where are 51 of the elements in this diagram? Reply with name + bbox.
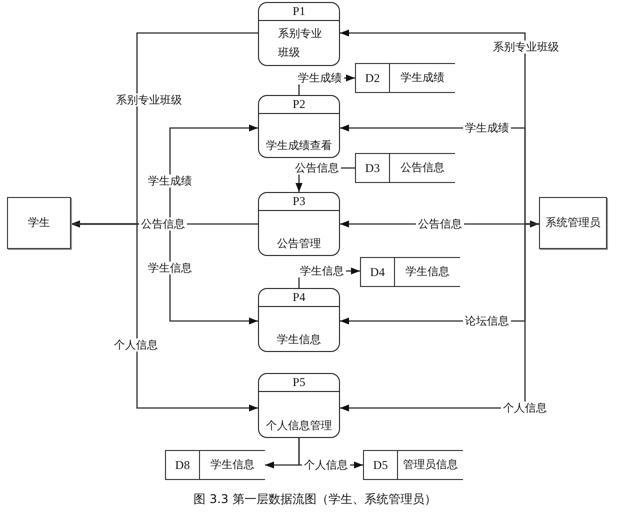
edge-label: 系别专业班级 (491, 40, 561, 54)
process-id: P4 (259, 289, 339, 307)
data-store (360, 257, 460, 287)
arrow (71, 223, 258, 412)
edge-label: 公告信息 (139, 218, 187, 230)
process-id: P2 (259, 96, 339, 114)
store-label: 公告信息 (400, 161, 444, 175)
store-label: 学生成绩 (400, 71, 444, 85)
entity-box (539, 197, 607, 249)
edge-label: 学生成绩 (296, 72, 344, 84)
store-label: 学生信息 (406, 265, 450, 279)
entity-box (7, 197, 71, 249)
edge-label: 公告信息 (293, 162, 341, 174)
process-box (258, 2, 340, 66)
edge-label: 个人信息 (501, 402, 549, 414)
entity-label: 系统管理员 (546, 216, 600, 230)
edge-label: 公告信息 (416, 218, 464, 230)
store-id: D3 (356, 154, 390, 182)
process-id: P3 (259, 193, 339, 211)
process-label: 学生成绩查看 (266, 138, 332, 153)
store-id: D2 (356, 64, 390, 92)
entity-label: 学生 (28, 216, 50, 230)
data-store (363, 450, 463, 480)
edge-label: 学生信息 (298, 264, 346, 278)
process-label: 公告管理 (277, 236, 321, 251)
process-box (258, 95, 340, 158)
edge-label: 个人信息 (302, 458, 350, 472)
process-id: P5 (259, 374, 339, 392)
store-label: 学生信息 (210, 458, 254, 472)
process-id: P1 (259, 3, 339, 21)
edge-label: 学生成绩 (463, 122, 511, 134)
edge-label: 学生信息 (146, 262, 194, 274)
edge-label: 系别专业班级 (114, 94, 184, 106)
store-id: D4 (361, 258, 395, 286)
data-store (355, 63, 455, 93)
process-box (258, 288, 340, 352)
process-label: 个人信息管理 (266, 418, 332, 433)
edge-label: 论坛信息 (463, 314, 511, 328)
store-id: D5 (364, 451, 398, 479)
process-label: 学生信息 (277, 332, 321, 347)
process-label: 系别专业班级 (278, 26, 323, 61)
edge-label: 学生成绩 (146, 174, 194, 188)
arrow (340, 223, 539, 412)
process-box (258, 373, 340, 438)
edge-label: 个人信息 (112, 338, 160, 352)
data-store (165, 450, 265, 480)
store-id: D8 (166, 451, 200, 479)
data-store (355, 153, 455, 183)
figure-caption: 图 3.3 第一层数据流图（学生、系统管理员） (194, 492, 436, 507)
process-box (258, 192, 340, 256)
store-label: 管理员信息 (403, 458, 458, 472)
